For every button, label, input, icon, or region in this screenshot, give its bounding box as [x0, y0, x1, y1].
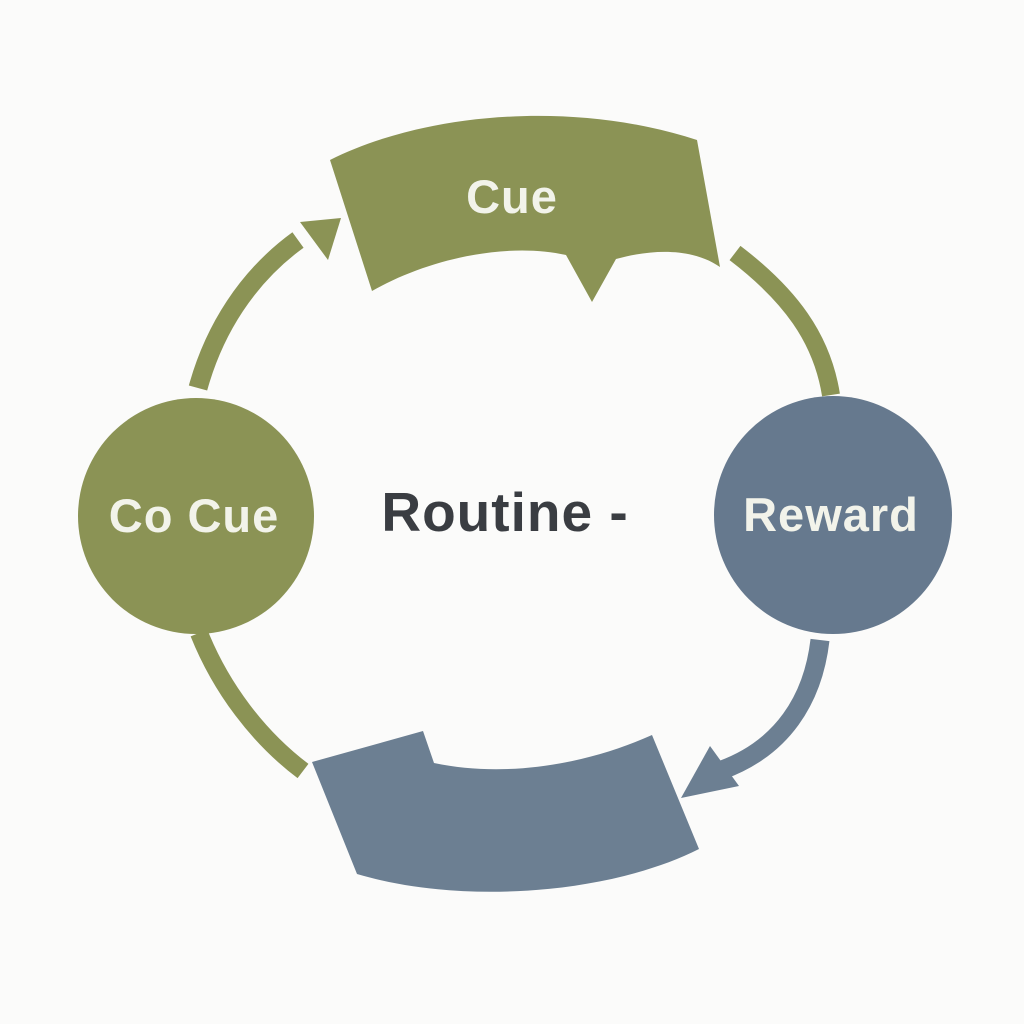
reward-label: Reward [743, 488, 919, 541]
arrowhead-reward-to-routine [681, 746, 739, 798]
arrow-reward-to-routine [718, 638, 830, 779]
cue-band [330, 115, 720, 302]
center-label: Routine - [381, 481, 628, 543]
arrow-cocue-to-cue [188, 232, 304, 391]
reward-circle [714, 396, 952, 634]
routine-band [312, 731, 699, 892]
cue-label: Cue [466, 170, 558, 223]
arc-cue-to-reward [729, 245, 840, 397]
arrowhead-cocue-to-cue [300, 218, 341, 260]
co-cue-circle [78, 398, 314, 634]
arc-routine-to-cocue [190, 629, 309, 779]
co-cue-label: Co Cue [109, 489, 280, 542]
